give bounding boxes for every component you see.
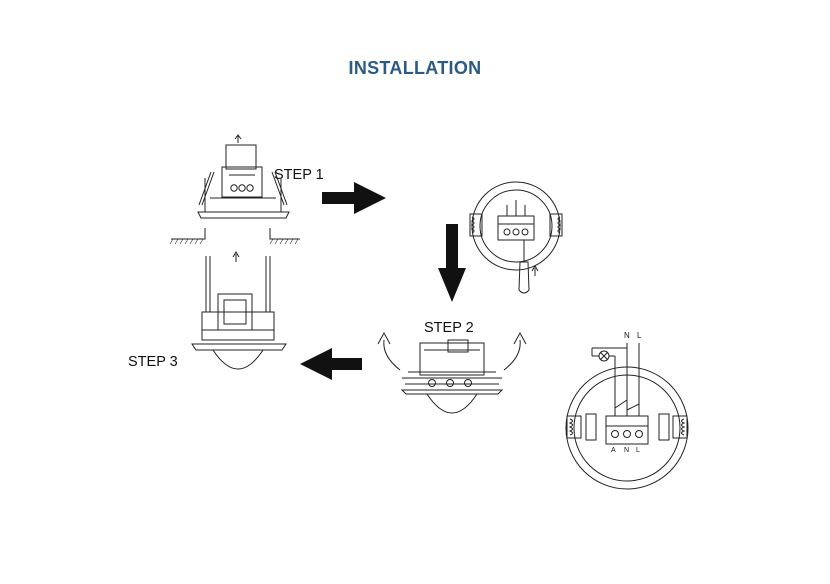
step-2-label: STEP 2 <box>424 320 474 336</box>
wiring-top-view-small <box>469 181 563 294</box>
wiring-diagram-large <box>565 343 689 490</box>
arrow-right-icon <box>322 182 386 214</box>
step1-sensor-illustration <box>169 134 300 262</box>
wire-label-n: N <box>624 331 630 340</box>
arrow-down-icon <box>438 224 466 302</box>
step2-sensor-illustration <box>377 331 527 414</box>
arrow-left-icon <box>300 348 362 380</box>
terminal-label-n: N <box>624 447 629 454</box>
step3-sensor-illustration <box>191 256 287 370</box>
step-1-label: STEP 1 <box>274 167 324 183</box>
terminal-label-l: L <box>636 447 640 454</box>
step-3-label: STEP 3 <box>128 354 178 370</box>
page-title: INSTALLATION <box>348 58 482 78</box>
terminal-label-a: A <box>611 447 616 454</box>
wire-label-l: L <box>637 331 642 340</box>
